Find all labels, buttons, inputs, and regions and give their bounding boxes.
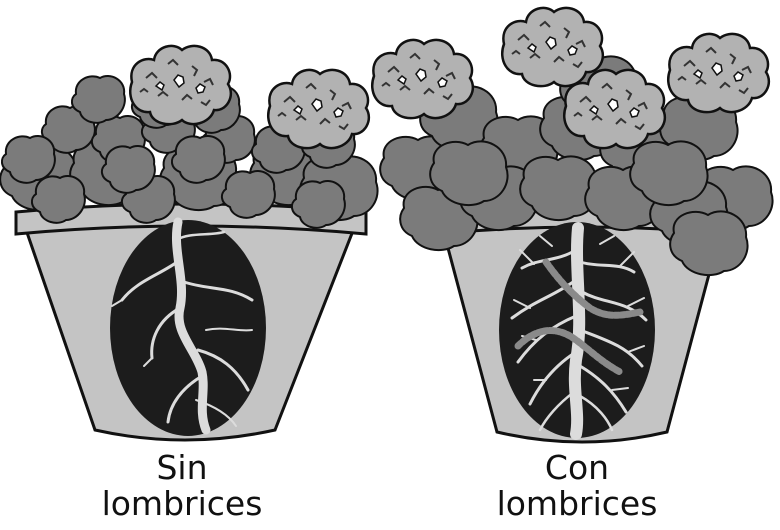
caption-left-line2: lombrices — [62, 486, 302, 522]
caption-left-line1: Sin — [62, 450, 302, 486]
caption-right-line2: lombrices — [457, 486, 697, 522]
right-plant — [372, 8, 772, 442]
left-soil-cutaway — [110, 220, 266, 436]
caption-with-worms: Con lombrices — [457, 450, 697, 522]
plant-comparison-illustration — [0, 0, 780, 450]
caption-right-line1: Con — [457, 450, 697, 486]
left-plant — [0, 46, 377, 440]
caption-without-worms: Sin lombrices — [62, 450, 302, 522]
